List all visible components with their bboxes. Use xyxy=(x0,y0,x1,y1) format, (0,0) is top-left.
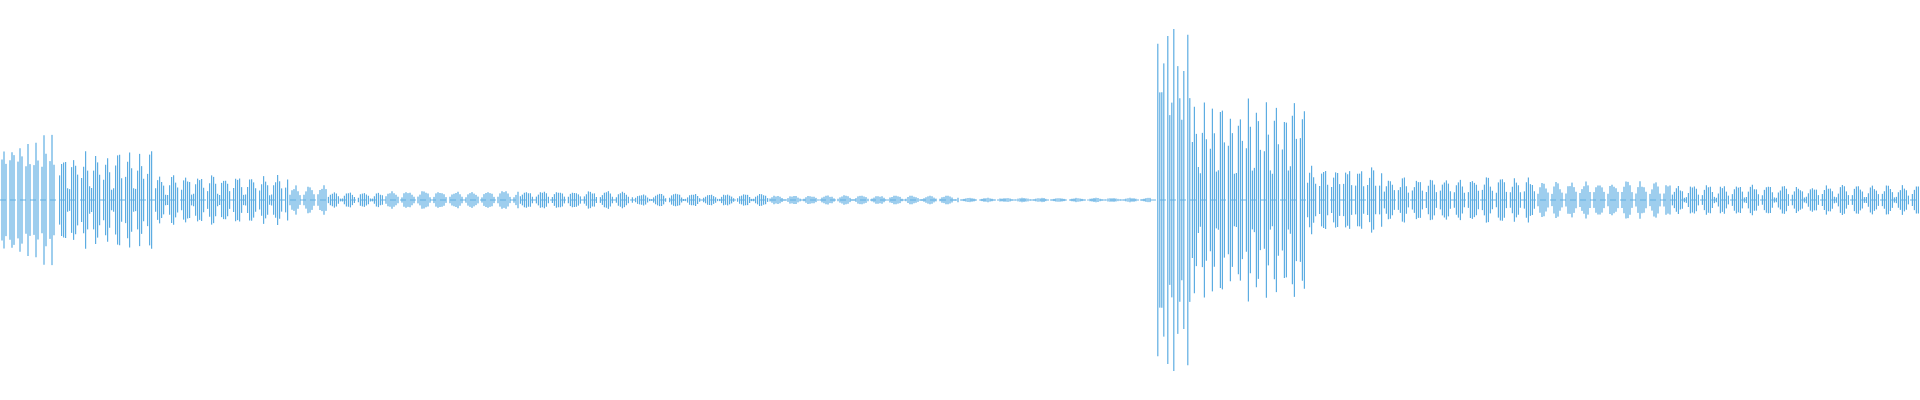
waveform-path xyxy=(1,29,1919,371)
